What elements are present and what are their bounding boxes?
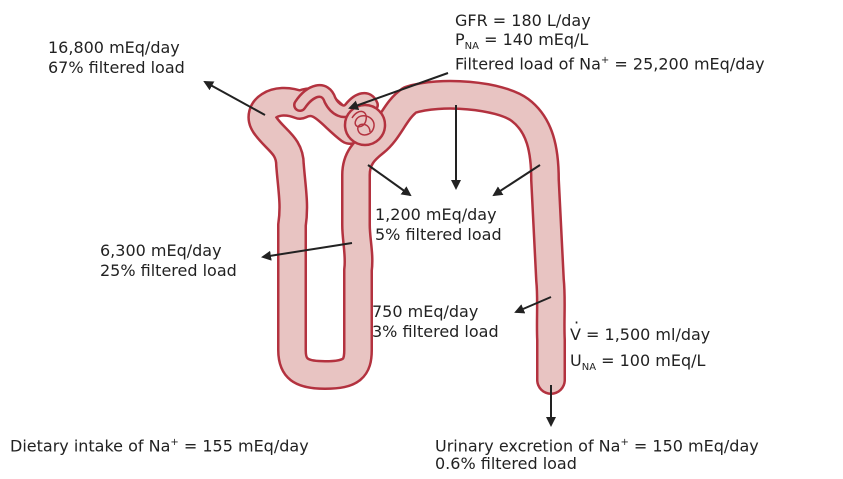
loop-percent: 25% filtered load bbox=[100, 261, 237, 281]
gfr-label: GFR = 180 L/day bbox=[455, 11, 591, 31]
proximal-percent: 67% filtered load bbox=[48, 58, 185, 78]
collecting-amount: 750 mEq/day bbox=[372, 302, 478, 322]
collecting-percent: 3% filtered load bbox=[372, 322, 499, 342]
urine-flow-label: ·V = 1,500 ml/day bbox=[570, 325, 710, 345]
glomerulus bbox=[345, 105, 385, 145]
urine-na-label: UNA = 100 mEq/L bbox=[570, 351, 705, 378]
arrow-loop bbox=[263, 243, 352, 257]
arrow-distal-1 bbox=[368, 165, 410, 195]
dietary-intake-label: Dietary intake of Na+ = 155 mEq/day bbox=[10, 433, 309, 456]
v-dot-symbol: ·V bbox=[570, 325, 581, 344]
proximal-amount: 16,800 mEq/day bbox=[48, 38, 180, 58]
urinary-excretion-percent: 0.6% filtered load bbox=[435, 454, 577, 474]
distal-percent: 5% filtered load bbox=[375, 225, 502, 245]
distal-amount: 1,200 mEq/day bbox=[375, 205, 497, 225]
loop-amount: 6,300 mEq/day bbox=[100, 241, 222, 261]
filtered-load-label: Filtered load of Na+ = 25,200 mEq/day bbox=[455, 51, 765, 74]
urinary-excretion-label: Urinary excretion of Na+ = 150 mEq/day bbox=[435, 433, 759, 456]
